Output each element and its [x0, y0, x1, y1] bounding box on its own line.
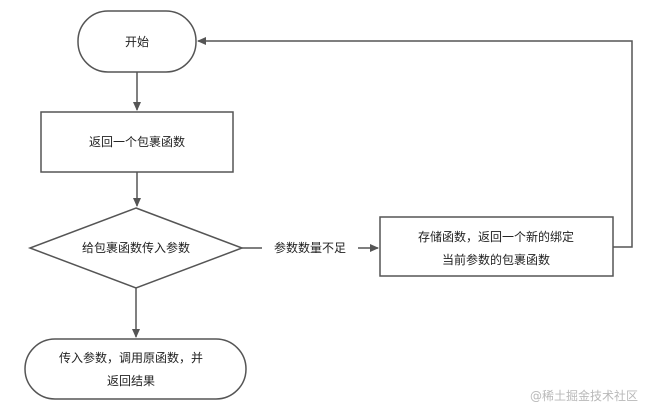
end-node — [24, 338, 247, 400]
return-wrapper-node — [40, 111, 234, 173]
store-node — [379, 216, 614, 277]
end-label-line2: 返回结果 — [107, 374, 155, 388]
start-node-label: 开始 — [125, 35, 149, 49]
arrow-store-to-start — [197, 37, 633, 248]
store-label-line2: 当前参数的包裹函数 — [442, 252, 550, 267]
store-label-line1: 存储函数，返回一个新的绑定 — [418, 229, 574, 244]
edge-insufficient-label: 参数数量不足 — [274, 240, 346, 255]
return-wrapper-label: 返回一个包裹函数 — [89, 134, 185, 149]
watermark: @稀土掘金技术社区 — [530, 388, 638, 403]
end-label-line1: 传入参数，调用原函数，并 — [59, 350, 203, 365]
decision-label: 给包裹函数传入参数 — [82, 240, 190, 255]
